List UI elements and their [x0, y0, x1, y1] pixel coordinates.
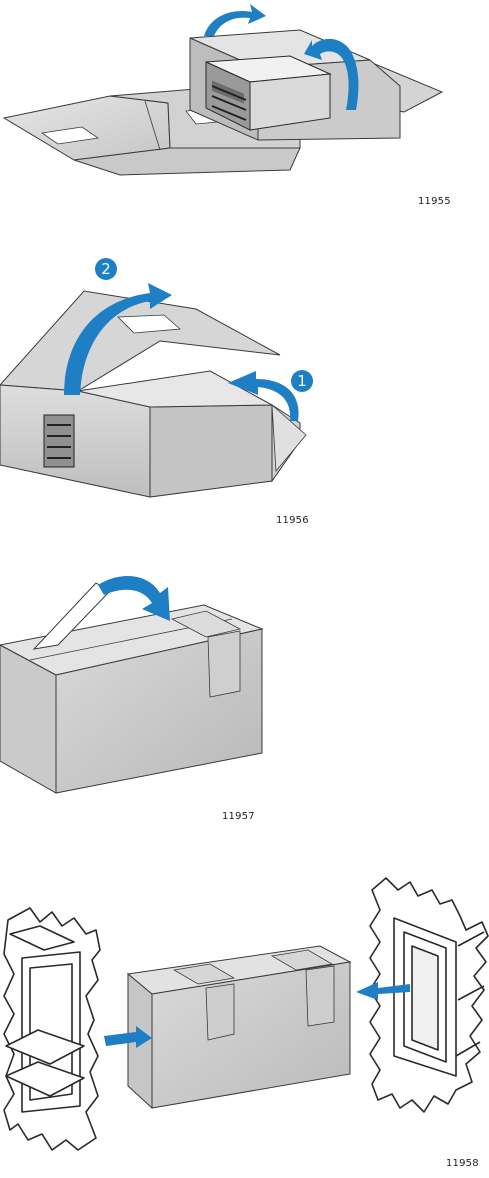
- step-badge-icon: 1: [291, 370, 313, 392]
- carton-tape-side: [306, 966, 334, 1026]
- step-panel-close-flaps: 2 1 11956: [0, 245, 489, 545]
- closing-carton-illustration: 2 1: [0, 245, 489, 545]
- end-caps-illustration: [0, 850, 489, 1178]
- carton-box-side: [150, 405, 272, 497]
- carton-flap-left: [4, 96, 170, 160]
- figure-number: 11956: [276, 515, 309, 526]
- carton-lid-flap: [0, 291, 280, 391]
- figure-number: 11955: [418, 196, 451, 207]
- step-badge-label: 1: [297, 372, 307, 390]
- step-panel-unfold-carton: 11955: [0, 0, 489, 220]
- foam-end-cap-icon: [4, 908, 100, 1150]
- step-badge-label: 2: [101, 260, 111, 278]
- carton-side-flap: [272, 405, 306, 471]
- carton-tape-side: [206, 984, 234, 1040]
- drive-enclosure-icon: [44, 415, 74, 467]
- curved-arrow-icon: [204, 4, 266, 36]
- figure-number: 11957: [222, 811, 255, 822]
- closed-carton-illustration: [0, 565, 489, 835]
- foam-end-cap-icon: [370, 878, 488, 1112]
- step-badge-icon: 2: [95, 258, 117, 280]
- carton-tape-side: [208, 631, 240, 697]
- step-panel-close-lid: 11957: [0, 565, 489, 835]
- open-carton-illustration: [0, 0, 489, 220]
- step-panel-attach-end-caps: 11958: [0, 850, 489, 1178]
- figure-number: 11958: [446, 1158, 479, 1169]
- curved-arrow-icon: [98, 576, 170, 621]
